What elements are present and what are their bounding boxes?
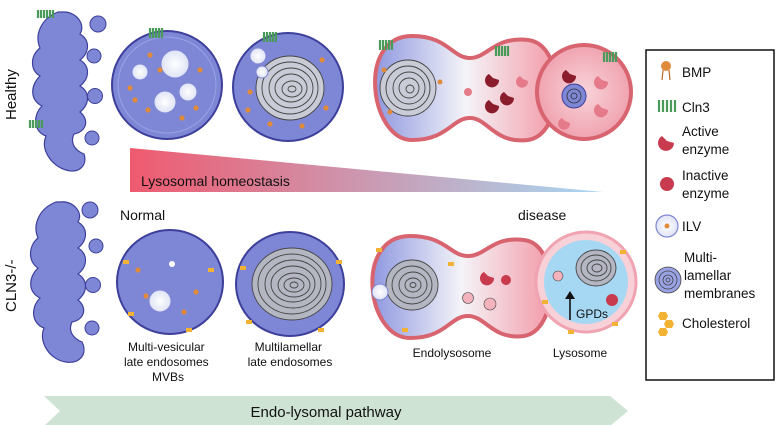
homeostasis-gradient: Lysosomal homeostasis — [130, 148, 603, 192]
cln3-icon — [28, 120, 44, 128]
cln3-icon — [494, 46, 510, 56]
row-label-cln3: CLN3-/- — [3, 259, 20, 312]
healthy-endolysosome — [373, 33, 559, 143]
svg-text:Cholesterol: Cholesterol — [682, 316, 750, 331]
ilv-icon — [160, 49, 190, 79]
healthy-lysosome — [535, 43, 633, 141]
pathway-arrow: Endo-lysomal pathway — [44, 396, 628, 425]
cln3-icon — [36, 10, 55, 18]
gpds-label: GPDs — [576, 307, 608, 321]
normal-label: Normal — [120, 207, 165, 223]
disease-label: disease — [518, 207, 566, 223]
cln3-icon — [262, 32, 278, 42]
row-label-healthy: Healthy — [3, 69, 20, 120]
legend-item-cln3: Cln3 — [657, 100, 710, 115]
legend-item-multilamellar: Multi- lamellar membranes — [654, 250, 756, 301]
cln3-endolysosome — [370, 233, 553, 341]
legend-item-cholesterol: Cholesterol — [658, 312, 750, 336]
active-enzyme-icon — [485, 74, 529, 114]
cln3-icon — [148, 28, 164, 38]
legend: BMP Cln3 Active enzyme Inactive enzyme I… — [645, 49, 775, 381]
plasma-membrane-cln3 — [29, 201, 104, 363]
homeostasis-label: Lysosomal homeostasis — [141, 173, 290, 189]
cln3-lysosome: GPDs — [534, 230, 638, 334]
pathway-label: Endo-lysomal pathway — [251, 404, 402, 421]
caption-endolysosome: Endolysosome — [413, 346, 492, 360]
svg-text:Cln3: Cln3 — [682, 100, 710, 115]
caption-lysosome: Lysosome — [553, 346, 608, 360]
cln3-icon — [602, 52, 618, 62]
healthy-mlle — [232, 32, 344, 142]
plasma-membrane-healthy — [28, 10, 107, 172]
legend-active-enzyme-label: Active enzyme — [682, 124, 729, 157]
caption-mvb: Multi-vesicular late endosomes MVBs — [124, 340, 212, 384]
ilv-icon — [153, 90, 177, 114]
svg-text:Inactive enzyme: Inactive enzyme — [682, 168, 732, 201]
caption-mlle: Multilamellar late endosomes — [248, 340, 333, 369]
legend-item-active-enzyme: Active enzyme — [658, 124, 729, 157]
multilamellar-membranes-icon — [255, 55, 325, 121]
legend-item-inactive-enzyme: Inactive enzyme — [660, 168, 732, 201]
legend-item-ilv: ILV — [655, 214, 701, 238]
ilv-icon — [131, 63, 149, 81]
cln3-mvb — [116, 229, 224, 335]
svg-text:ILV: ILV — [682, 219, 701, 234]
svg-text:Multi- lamellar: Multi- lamellar membranes — [684, 250, 756, 301]
legend-item-bmp: BMP — [661, 61, 711, 81]
cln3-icon — [378, 40, 394, 50]
healthy-mvb — [111, 28, 223, 140]
cln3-mlle — [235, 231, 345, 337]
svg-text:BMP: BMP — [682, 65, 711, 80]
ilv-icon — [178, 82, 198, 102]
